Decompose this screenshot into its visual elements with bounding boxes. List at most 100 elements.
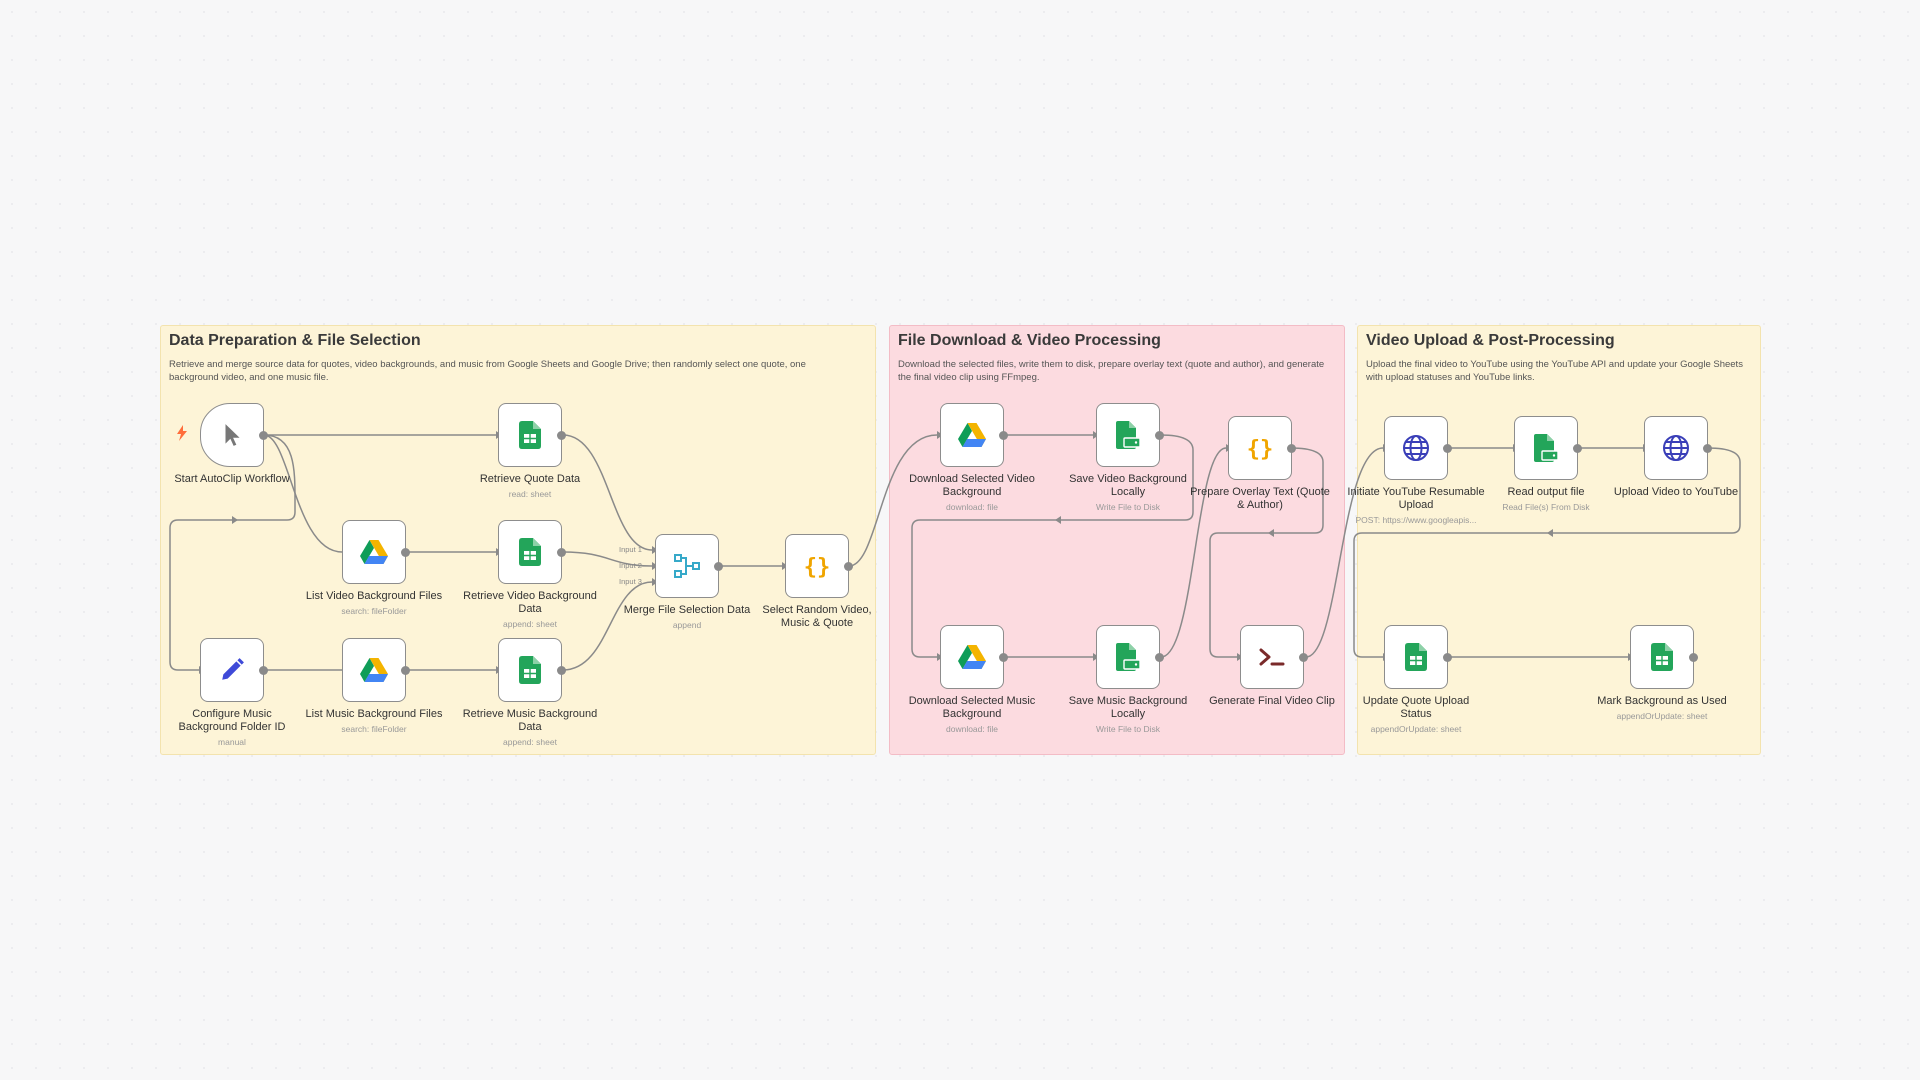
globe-icon xyxy=(1663,435,1689,461)
node-label: Generate Final Video Clip xyxy=(1209,695,1335,707)
code-braces-icon: {} xyxy=(1247,437,1274,461)
node-configure-music-background-folder-id[interactable] xyxy=(200,638,268,702)
file-disk-icon xyxy=(1116,421,1140,449)
group-title: File Download & Video Processing xyxy=(898,332,1161,349)
group-title: Data Preparation & File Selection xyxy=(169,332,421,349)
output-port[interactable] xyxy=(1703,444,1712,453)
node-download-selected-music-background[interactable] xyxy=(940,625,1008,689)
output-port[interactable] xyxy=(259,666,268,675)
connection xyxy=(263,434,343,553)
node-label: Start AutoClip Workflow xyxy=(174,473,290,485)
google-sheets-icon xyxy=(1651,643,1673,671)
node-prepare-overlay-text[interactable]: {} xyxy=(1228,416,1296,480)
google-sheets-icon xyxy=(1405,643,1427,671)
output-port[interactable] xyxy=(999,431,1008,440)
group-title: Video Upload & Post-Processing xyxy=(1366,332,1615,349)
google-sheets-icon xyxy=(519,421,541,449)
code-braces-icon: {} xyxy=(804,555,831,579)
node-upload-video-to-youtube[interactable] xyxy=(1644,416,1712,480)
node-label: Prepare Overlay Text (Quote & Author) xyxy=(1190,486,1330,511)
node-download-selected-video-background[interactable] xyxy=(940,403,1008,467)
output-port[interactable] xyxy=(557,431,566,440)
output-port[interactable] xyxy=(1443,444,1452,453)
node-generate-final-video-clip[interactable] xyxy=(1240,625,1308,689)
output-port[interactable] xyxy=(714,562,723,571)
google-drive-icon xyxy=(958,423,986,447)
node-retrieve-video-background-data[interactable] xyxy=(498,520,566,584)
connection xyxy=(169,434,296,671)
output-port[interactable] xyxy=(557,666,566,675)
output-port[interactable] xyxy=(1155,653,1164,662)
node-list-video-background-files[interactable] xyxy=(342,520,410,584)
connection xyxy=(1160,447,1227,658)
connection xyxy=(1353,447,1741,658)
connection xyxy=(1305,447,1384,658)
node-save-music-background-locally[interactable] xyxy=(1096,625,1164,689)
output-port[interactable] xyxy=(259,431,268,440)
node-retrieve-music-background-data[interactable] xyxy=(498,638,566,702)
connection xyxy=(562,551,653,567)
node-mark-background-as-used[interactable] xyxy=(1630,625,1698,689)
output-port[interactable] xyxy=(1299,653,1308,662)
output-port[interactable] xyxy=(1287,444,1296,453)
output-port[interactable] xyxy=(401,666,410,675)
group-description: Retrieve and merge source data for quote… xyxy=(169,359,806,383)
merge-input-label: Input 1 xyxy=(619,545,642,554)
node-list-music-background-files[interactable] xyxy=(342,638,410,702)
merge-icon xyxy=(674,554,700,578)
svg-text:{}: {} xyxy=(804,555,831,579)
output-port[interactable] xyxy=(557,548,566,557)
connection xyxy=(1209,447,1324,658)
node-initiate-youtube-resumable-upload[interactable] xyxy=(1384,416,1452,480)
output-port[interactable] xyxy=(999,653,1008,662)
node-update-quote-upload-status[interactable] xyxy=(1384,625,1452,689)
node-start-autoclip-workflow[interactable] xyxy=(200,403,268,467)
node-retrieve-quote-data[interactable] xyxy=(498,403,566,467)
connection xyxy=(562,581,653,671)
node-save-video-background-locally[interactable] xyxy=(1096,403,1164,467)
output-port[interactable] xyxy=(1155,431,1164,440)
output-port[interactable] xyxy=(1443,653,1452,662)
google-drive-icon xyxy=(360,540,388,564)
globe-icon xyxy=(1403,435,1429,461)
file-disk-icon xyxy=(1116,643,1140,671)
node-label: Upload Video to YouTube xyxy=(1613,486,1739,498)
connection xyxy=(911,434,1194,658)
node-label: Select Random Video, Music & Quote xyxy=(762,604,872,629)
terminal-icon xyxy=(1259,648,1285,666)
google-drive-icon xyxy=(958,645,986,669)
group-description: Download the selected files, write them … xyxy=(898,359,1325,383)
output-port[interactable] xyxy=(1573,444,1582,453)
node-read-output-file[interactable] xyxy=(1514,416,1582,480)
merge-input-label: Input 3 xyxy=(619,577,642,586)
connection xyxy=(848,434,938,567)
output-port[interactable] xyxy=(401,548,410,557)
node-merge-file-selection-data[interactable] xyxy=(655,534,723,598)
node-select-random-video-music-quote[interactable]: {} xyxy=(785,534,853,598)
svg-text:{}: {} xyxy=(1247,437,1274,461)
trigger-bolt-icon xyxy=(177,425,187,441)
group-description: Upload the final video to YouTube using … xyxy=(1366,359,1743,383)
google-sheets-icon xyxy=(519,656,541,684)
google-drive-icon xyxy=(360,658,388,682)
output-port[interactable] xyxy=(844,562,853,571)
file-disk-icon xyxy=(1534,434,1558,462)
google-sheets-icon xyxy=(519,538,541,566)
merge-input-label: Input 2 xyxy=(619,561,642,570)
output-port[interactable] xyxy=(1689,653,1698,662)
